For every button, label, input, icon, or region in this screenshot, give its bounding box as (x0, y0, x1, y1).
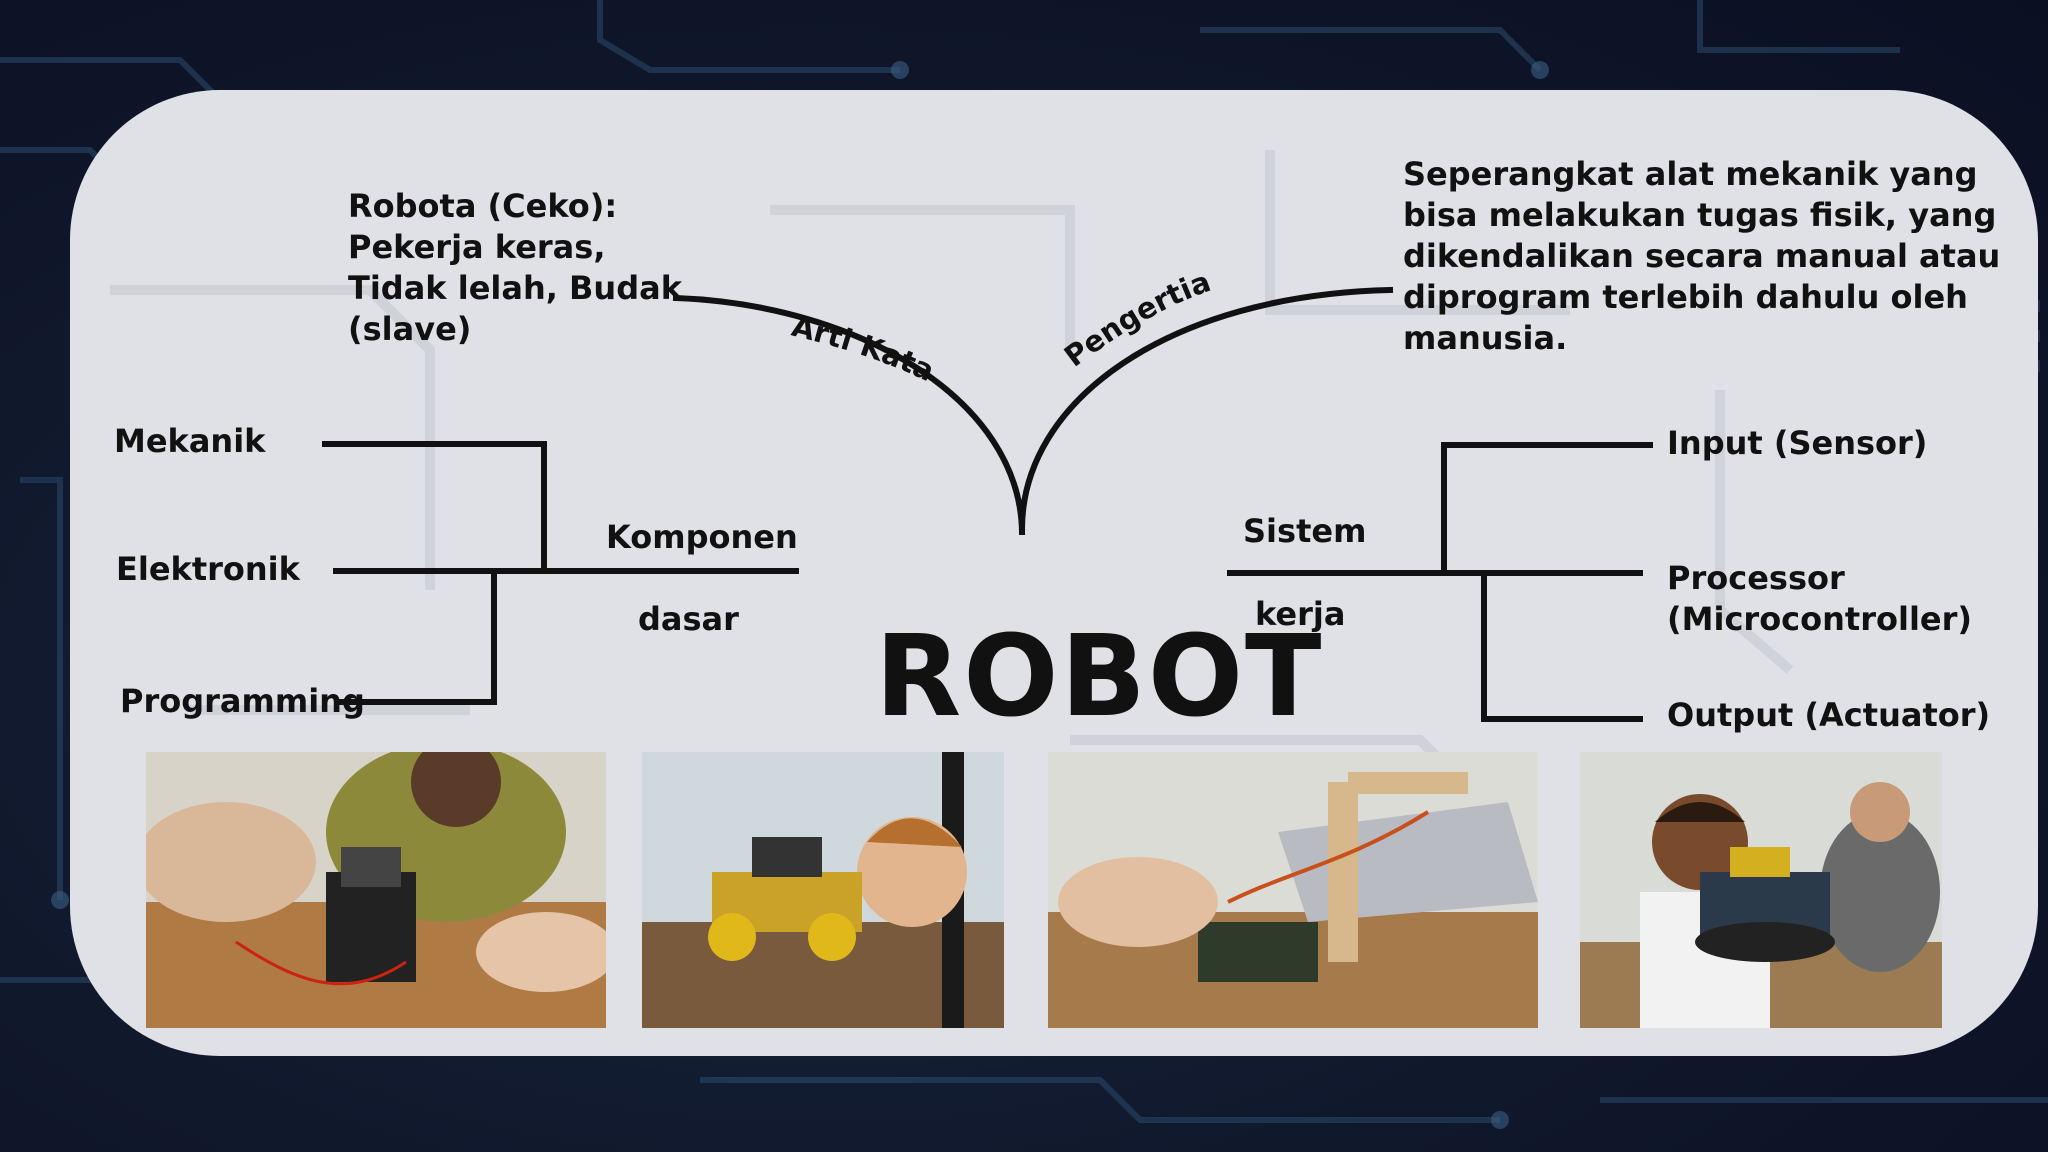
system-input: Input (Sensor) (1667, 424, 1927, 462)
system-output: Output (Actuator) (1667, 696, 1990, 734)
system-processor: Processor (Microcontroller) (1667, 558, 1972, 640)
photo-smiling-boy-holding-robot (1580, 752, 1942, 1028)
mindmap-card: Arti Kata Pengertian ROBOT Robota (Ceko)… (70, 90, 2038, 1056)
center-title: ROBOT (875, 612, 1275, 742)
photo-hands-assembling-robot-arm (1048, 752, 1538, 1028)
mekanik-branch (325, 444, 544, 571)
photo-boy-with-robot-car (642, 752, 1004, 1028)
component-elektronik: Elektronik (116, 550, 300, 588)
komponen-label: Komponen (606, 518, 798, 556)
arti-kata-label: Arti Kata (789, 309, 940, 388)
dasar-label: dasar (638, 600, 739, 638)
kerja-label: kerja (1255, 595, 1345, 633)
component-mekanik: Mekanik (114, 422, 265, 460)
input-branch (1444, 445, 1650, 573)
definition-text: Seperangkat alat mekanik yang bisa melak… (1403, 154, 2000, 359)
component-programming: Programming (120, 682, 365, 720)
pengertian-connector (1022, 290, 1390, 532)
etymology-text: Robota (Ceko): Pekerja keras, Tidak lela… (348, 186, 682, 350)
sistem-label: Sistem (1243, 512, 1366, 550)
photo-kids-building-humanoid-robot (146, 752, 606, 1028)
output-branch (1484, 573, 1640, 719)
